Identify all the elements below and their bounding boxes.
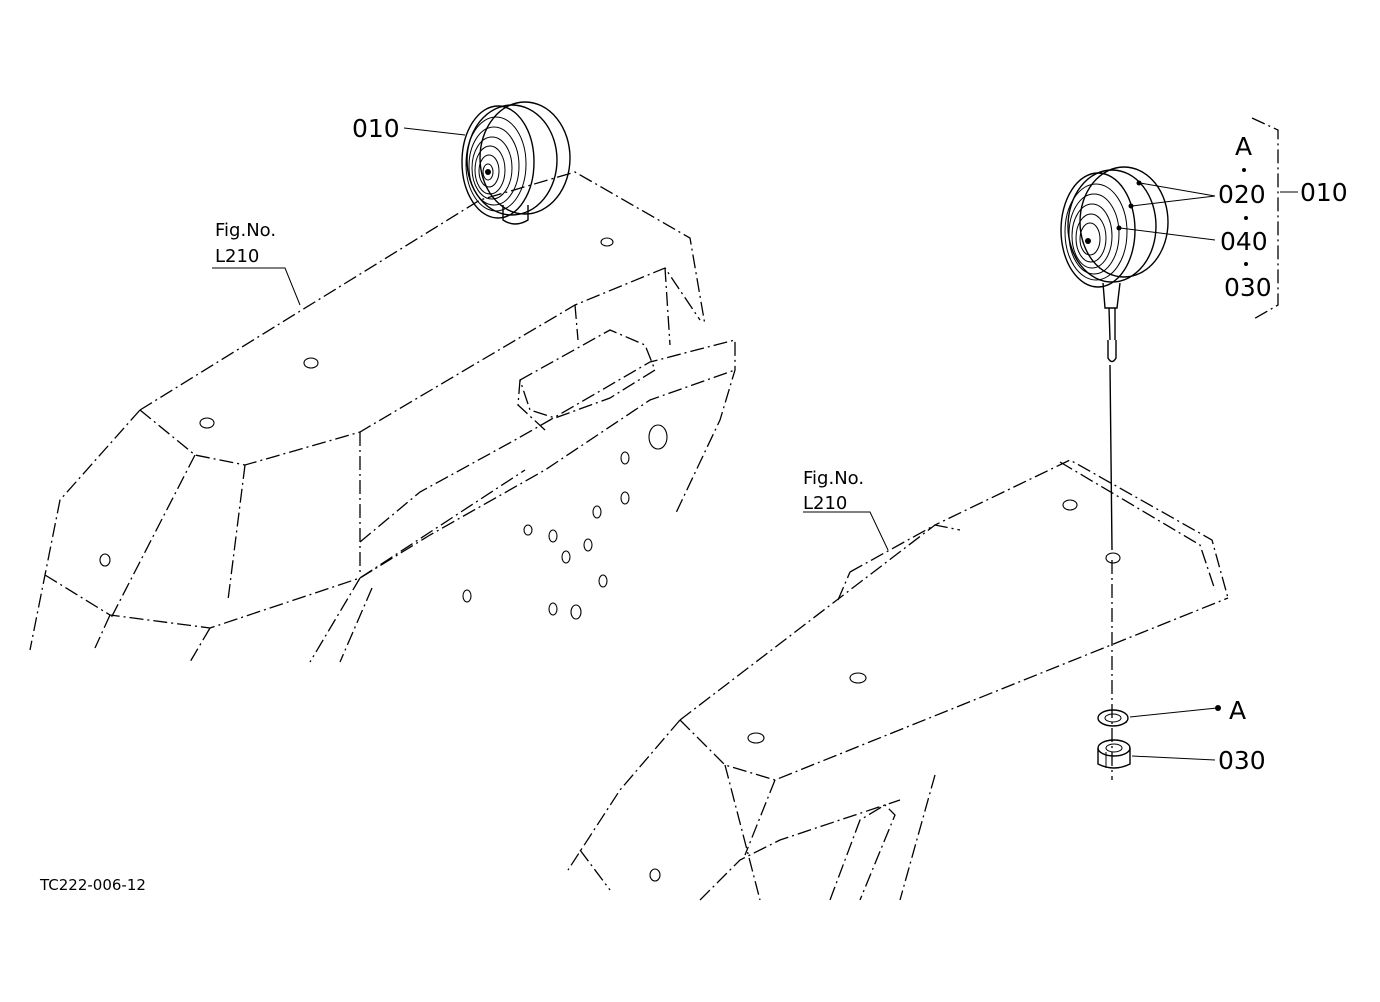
assembly-callout: 010 [1300,178,1348,207]
lamp-nut-callout: 030 [1224,273,1272,302]
left-work-lamp [461,101,571,225]
left-fender-outline [29,171,736,663]
body-callout: 040 [1220,227,1268,256]
lens-callout: 020 [1218,180,1266,209]
group-letter-callout: A [1235,132,1252,161]
right-fender-outline [567,459,1229,901]
right-fender-holes [649,499,1121,882]
right-fig-ref-line1: Fig.No. [803,468,864,489]
nut-callout: 030 [1218,746,1266,775]
lock-washer [1097,709,1129,727]
right-fig-ref-line2: L210 [803,493,847,514]
right-work-lamp [1060,166,1169,780]
drawing-code: TC222-006-12 [39,876,146,894]
washer-letter-callout: A [1229,696,1246,725]
hex-nut [1097,739,1131,769]
left-fender-holes [99,237,668,620]
left-fig-ref-line1: Fig.No. [215,220,276,241]
left-fig-ref-line2: L210 [215,246,259,267]
left-lamp-callout: 010 [352,114,400,143]
